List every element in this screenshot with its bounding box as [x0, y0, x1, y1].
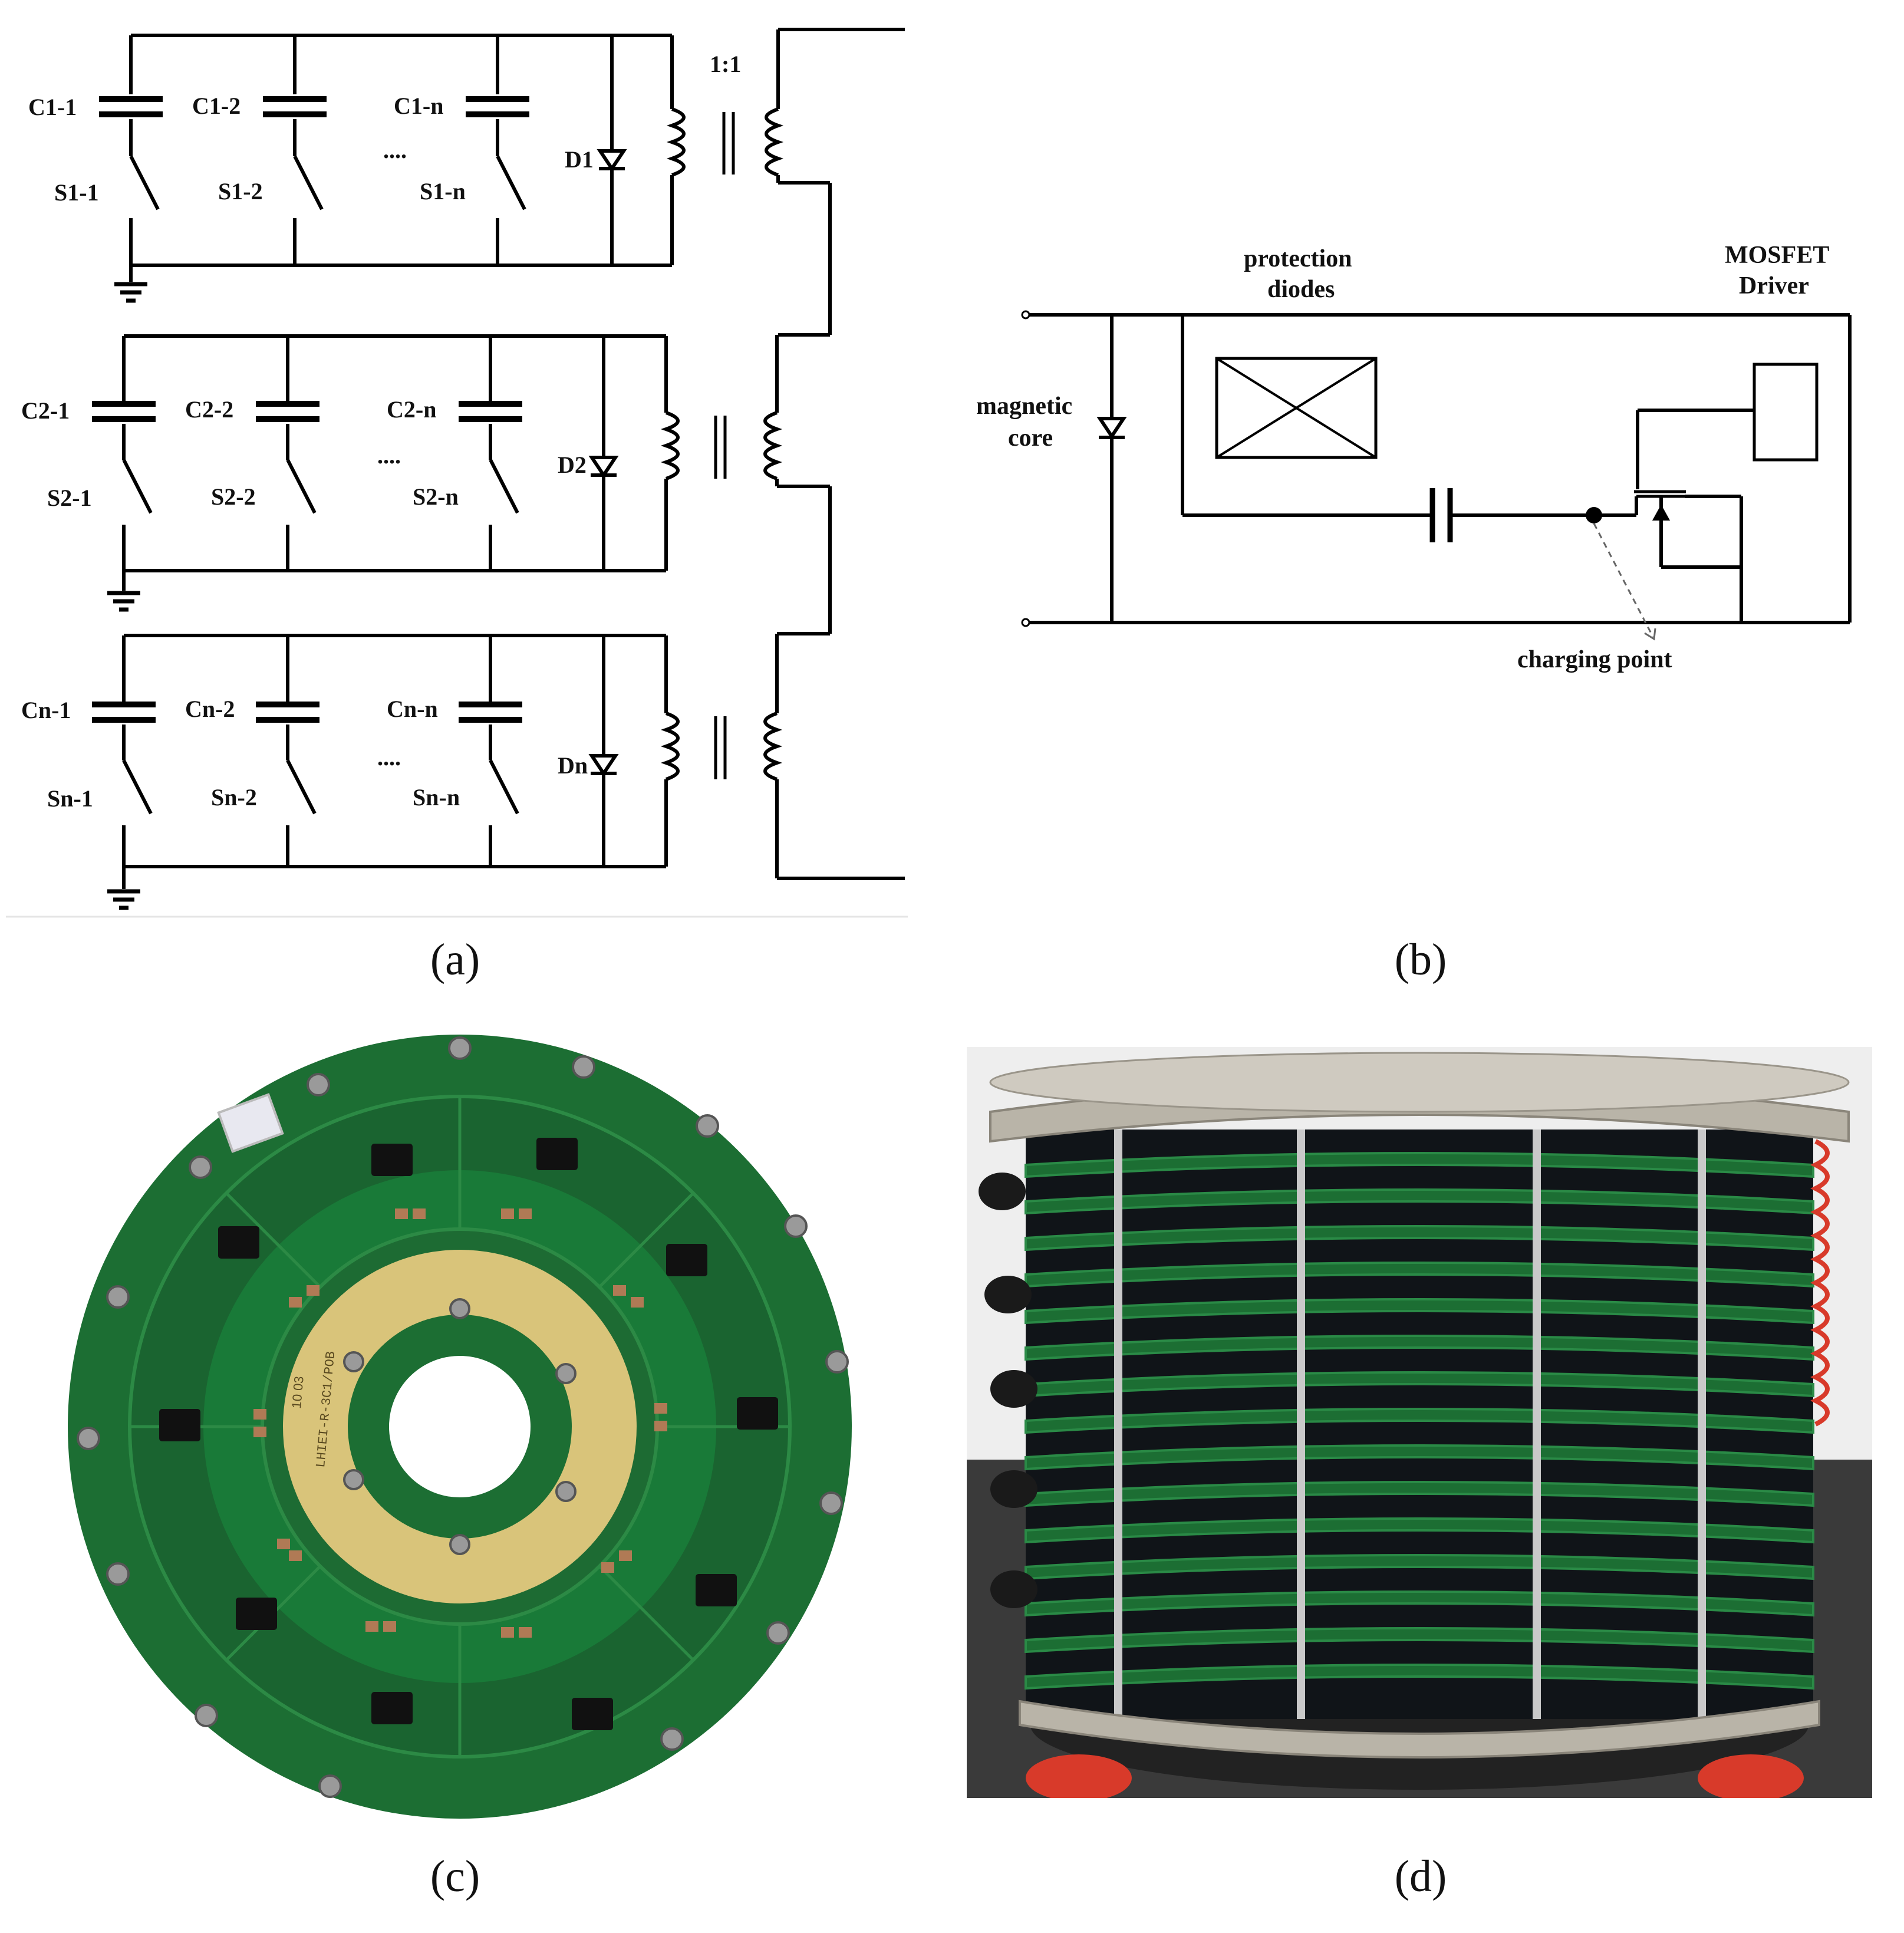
switch-label-n-n: Sn-n: [413, 784, 460, 811]
switch-label-2-1: S2-1: [47, 485, 92, 511]
charging-point-label: charging point: [1517, 646, 1672, 673]
switch-label-1-2: S1-2: [218, 178, 263, 205]
row-2: [92, 334, 832, 635]
core-label-1: magnetic: [976, 393, 1072, 420]
mosfet-label-2: Driver: [1739, 272, 1809, 299]
diode-label-n: Dn: [558, 752, 588, 779]
switch-label-n-1: Sn-1: [47, 785, 93, 812]
switch-label-n-2: Sn-2: [211, 784, 257, 811]
cap-label-2-n: C2-n: [387, 396, 436, 423]
diode-label-2: D2: [558, 452, 587, 478]
transformer-ratio: 1:1: [710, 51, 741, 77]
panel-c-pcb-photo: 10 03 LHIEI-R-3C1/POB: [65, 1032, 855, 1822]
caption-c: (c): [430, 1852, 480, 1901]
caption-a: (a): [430, 935, 480, 984]
pcb-ring-board: 10 03 LHIEI-R-3C1/POB: [68, 1035, 852, 1819]
board-marking-1: 10 03: [289, 1375, 307, 1409]
panel-b-schematic: protection diodes MOSFET Driver magnetic…: [976, 242, 1852, 673]
cap-label-n-1: Cn-1: [21, 697, 71, 723]
row-1: [99, 28, 905, 337]
panel-d-stack-photo: [967, 1047, 1872, 1798]
panel-b-circuit: protection diodes MOSFET Driver magnetic…: [955, 224, 1875, 696]
row-3: [92, 634, 905, 889]
dots-row-1: ....: [383, 137, 407, 163]
dots-row-2: ....: [377, 442, 401, 469]
cap-label-1-1: C1-1: [28, 94, 77, 120]
cap-label-n-n: Cn-n: [387, 696, 438, 722]
dots-row-3: ....: [377, 744, 401, 770]
diode-label-1: D1: [565, 146, 594, 173]
caption-d: (d): [1394, 1852, 1447, 1901]
cap-label-2-2: C2-2: [185, 396, 233, 423]
switch-label-1-n: S1-n: [420, 178, 466, 205]
cap-label-1-2: C1-2: [192, 93, 241, 119]
pcb-stack-assembly: [967, 1047, 1872, 1798]
panel-a-circuit: 1:1 C1-1 C1-2 C1-n S1-1 S1-2 S1-n .... D…: [0, 0, 920, 920]
protection-label-2: diodes: [1267, 276, 1335, 303]
mosfet-label-1: MOSFET: [1725, 242, 1829, 269]
cap-label-n-2: Cn-2: [185, 696, 235, 722]
cap-label-1-n: C1-n: [394, 93, 443, 119]
switch-label-1-1: S1-1: [54, 179, 99, 206]
caption-b: (b): [1394, 935, 1447, 984]
cap-label-2-1: C2-1: [21, 397, 70, 424]
core-label-2: core: [1008, 424, 1053, 452]
switch-label-2-n: S2-n: [413, 483, 459, 510]
panel-a-schematic: 1:1 C1-1 C1-2 C1-n S1-1 S1-2 S1-n .... D…: [6, 28, 908, 918]
protection-label-1: protection: [1244, 245, 1352, 272]
switch-label-2-2: S2-2: [211, 483, 256, 510]
